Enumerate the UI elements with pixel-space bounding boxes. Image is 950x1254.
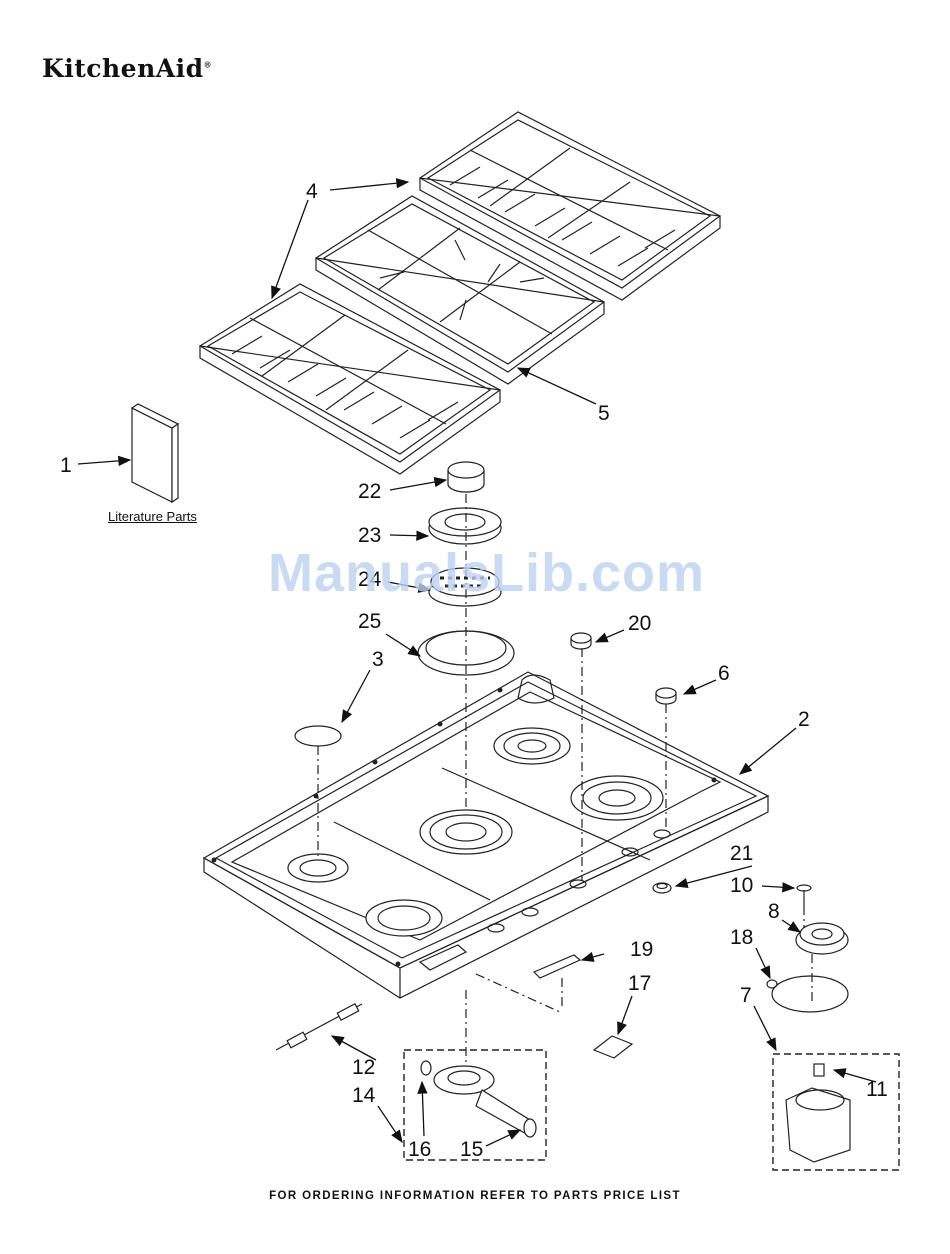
callout-22: 22 [358,480,381,503]
burner-base-part-11 [786,1064,850,1162]
clip-part-17 [594,1036,632,1058]
callout-8: 8 [768,900,780,923]
callout-3: 3 [372,648,384,671]
burner-head-part-23 [429,508,501,544]
burner-cap-part-22 [448,462,484,492]
watermark: ManualsLib.com [268,542,705,604]
callout-5: 5 [598,402,610,425]
callout-11: 11 [866,1078,888,1101]
callout-15: 15 [460,1138,483,1161]
trim-strip-part-19 [534,955,580,978]
footer-note: FOR ORDERING INFORMATION REFER TO PARTS … [0,1190,950,1202]
callout-25: 25 [358,610,381,633]
callout-20: 20 [628,612,651,635]
plug-part-3 [295,726,341,746]
callout-21: 21 [730,842,753,865]
callout-4: 4 [306,180,318,203]
callout-2: 2 [798,708,810,731]
callout-16: 16 [408,1138,431,1161]
callout-12: 12 [352,1056,375,1079]
screw-part-10 [797,885,811,906]
callout-7: 7 [740,984,752,1007]
cap-part-20 [571,633,591,649]
valve-assembly-part-14 [421,1061,536,1137]
grommet-part-21 [653,883,671,893]
callout-18: 18 [730,926,753,949]
callout-6: 6 [718,662,730,685]
literature-booklet [132,404,178,502]
cooktop-panel-part-2 [204,672,768,998]
literature-parts-label: Literature Parts [108,509,197,524]
retainer-ring-part-7 [772,976,848,1012]
cap-part-6 [656,688,676,704]
callout-17: 17 [628,972,651,995]
electrode-part-12 [276,1004,362,1050]
callout-1: 1 [60,454,72,477]
callout-19: 19 [630,938,653,961]
callout-14: 14 [352,1084,376,1107]
callout-10: 10 [730,874,753,897]
